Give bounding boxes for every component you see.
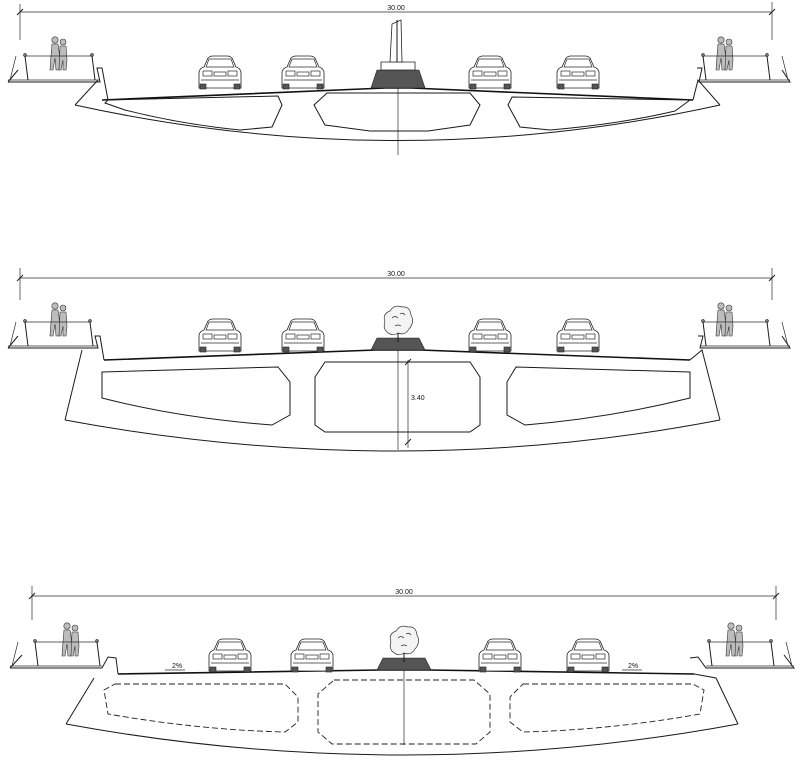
section-3: 30.00 2% 2% [9, 586, 796, 756]
void-cell-left [103, 683, 299, 733]
car [198, 55, 242, 90]
car [556, 55, 600, 90]
road-deck [103, 349, 691, 361]
void-cell-right [506, 366, 691, 426]
box-girder-outline [7, 335, 791, 452]
width-dimension-label: 30.00 [387, 5, 405, 12]
void-cell-right [507, 96, 692, 131]
car [281, 55, 325, 90]
slope-right: 2% [622, 663, 642, 671]
car [556, 318, 600, 353]
pedestrians-right [725, 622, 744, 657]
car [208, 638, 252, 673]
dimension-line: 30.00 [16, 268, 776, 300]
box-girder-outline [7, 67, 791, 141]
height-dimension: 3.40 [404, 358, 425, 448]
pedestrians-left [49, 302, 68, 337]
slope-right-label: 2% [628, 663, 638, 670]
section-1: 30.00 [7, 2, 791, 155]
car [281, 318, 325, 353]
width-dimension-label: 30.00 [395, 589, 413, 596]
void-cell-left [101, 366, 291, 426]
height-dimension-label: 3.40 [411, 395, 425, 402]
car [468, 55, 512, 90]
section-2: 30.00 3.40 [7, 268, 791, 452]
median-sign [370, 19, 426, 89]
void-cell-left [104, 95, 283, 131]
car [198, 318, 242, 353]
slope-left-label: 2% [172, 663, 182, 670]
void-cell-center [317, 679, 491, 745]
pedestrians-right [715, 302, 734, 337]
box-girder-outline [9, 654, 796, 756]
void-cell-center [314, 361, 481, 433]
dimension-line: 30.00 [28, 586, 780, 620]
dimension-line: 30.00 [16, 2, 776, 40]
car [478, 638, 522, 673]
median-planter [370, 305, 426, 351]
car [290, 638, 334, 673]
slope-left: 2% [165, 663, 185, 671]
pedestrians-right [715, 36, 734, 71]
car [566, 638, 610, 673]
void-cell-center [313, 92, 481, 132]
median-planter [376, 625, 432, 671]
pedestrians-left [61, 622, 80, 657]
void-cell-right [509, 683, 705, 733]
width-dimension-label: 30.00 [387, 271, 405, 278]
car [468, 318, 512, 353]
pedestrians-left [49, 36, 68, 71]
